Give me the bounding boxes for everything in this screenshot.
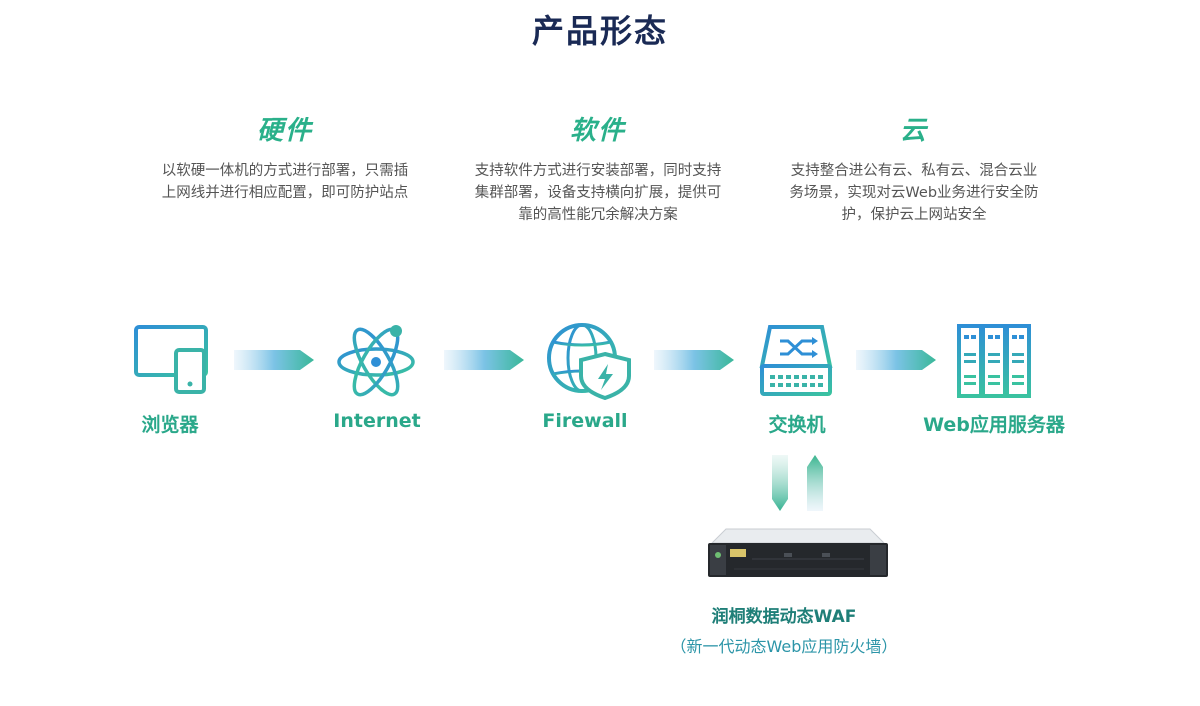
flow-label-web-server: Web应用服务器 xyxy=(923,414,1065,436)
flow-arrow-icon xyxy=(654,350,734,370)
form-software: 软件 支持软件方式进行安装部署，同时支持集群部署，设备支持横向扩展，提供可靠的高… xyxy=(473,114,723,226)
flow-arrow-icon xyxy=(234,350,314,370)
flow-arrow-icon xyxy=(444,350,524,370)
down-arrow-icon xyxy=(772,455,788,511)
form-description: 以软硬一体机的方式进行部署，只需插上网线并进行相应配置，即可防护站点 xyxy=(161,163,409,201)
form-description: 支持软件方式进行安装部署，同时支持集群部署，设备支持横向扩展，提供可靠的高性能冗… xyxy=(474,163,722,223)
waf-subtitle: （新一代动态Web应用防火墙） xyxy=(670,637,898,656)
globe-shield-icon xyxy=(547,323,631,400)
waf-name: 润桐数据动态WAF xyxy=(711,607,857,627)
flow-label-browser: 浏览器 xyxy=(141,414,199,436)
network-switch-icon xyxy=(759,325,833,396)
form-cloud: 云 支持整合进公有云、私有云、混合云业务场景，实现对云Web业务进行安全防护，保… xyxy=(789,114,1039,226)
atom-icon xyxy=(337,325,415,397)
form-heading: 硬件 xyxy=(256,116,313,146)
waf-appliance-icon xyxy=(708,528,888,577)
form-description: 支持整合进公有云、私有云、混合云业务场景，实现对云Web业务进行安全防护，保护云… xyxy=(789,163,1039,223)
browser-devices-icon xyxy=(134,325,208,394)
flow-label-firewall: Firewall xyxy=(542,410,628,432)
page-title: 产品形态 xyxy=(531,12,668,50)
up-arrow-icon xyxy=(807,455,823,511)
server-rack-icon xyxy=(957,324,1031,398)
form-hardware: 硬件 以软硬一体机的方式进行部署，只需插上网线并进行相应配置，即可防护站点 xyxy=(160,114,410,204)
flow-label-switch: 交换机 xyxy=(768,414,826,436)
flow-label-internet: Internet xyxy=(333,410,421,432)
form-heading: 云 xyxy=(899,116,928,146)
flow-arrow-icon xyxy=(856,350,936,370)
form-heading: 软件 xyxy=(569,116,626,146)
